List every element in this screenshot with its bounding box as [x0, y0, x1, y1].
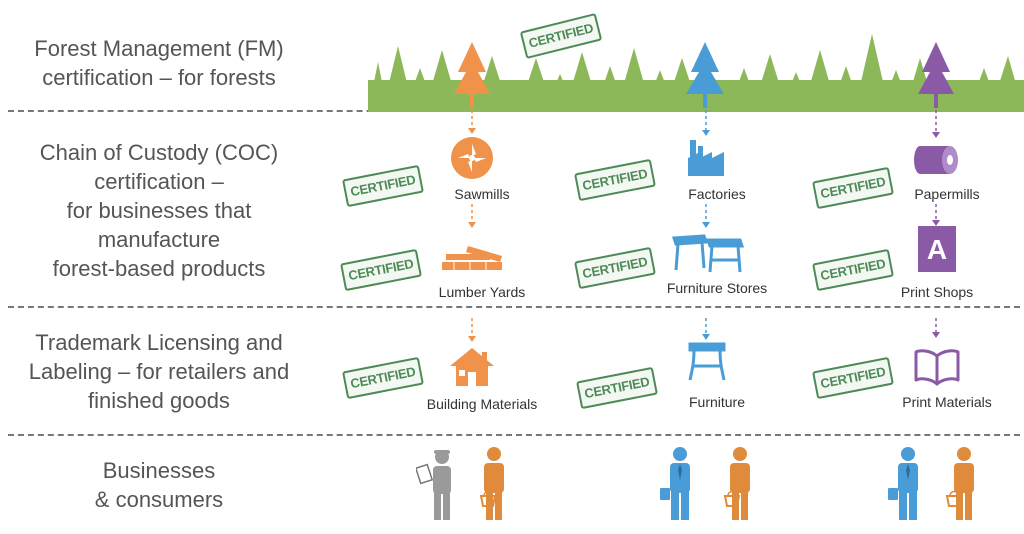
shopping-basket-icon: [723, 490, 741, 507]
person-icon: [888, 447, 918, 520]
label-lumber-yards: Lumber Yards: [438, 284, 526, 300]
saw-blade-icon: [451, 137, 493, 179]
label-building-materials: Building Materials: [426, 396, 538, 412]
person-icon: [484, 447, 504, 520]
row-label-line: Businesses: [102, 458, 216, 483]
row-label-fm: Forest Management (FM) certification – f…: [0, 34, 318, 92]
row-label-line: Labeling – for retailers and: [28, 359, 290, 384]
row-label-line: Chain of Custody (COC): [39, 140, 279, 165]
row-label-line: Forest Management (FM): [34, 36, 284, 61]
house-icon: [450, 348, 494, 386]
row-label-line: finished goods: [88, 388, 230, 413]
label-papermills: Papermills: [914, 186, 980, 202]
lumber-icon: [442, 246, 502, 270]
row-divider: [8, 306, 1020, 308]
letter-a-icon: A: [918, 226, 956, 272]
row-label-coc: Chain of Custody (COC) certification – f…: [0, 138, 318, 283]
row-label-line: Trademark Licensing and: [35, 330, 283, 355]
row-label-line: manufacture: [97, 227, 221, 252]
table-icon: [671, 234, 745, 273]
svg-text:A: A: [927, 234, 947, 265]
tree-icon: [686, 42, 724, 108]
label-print-materials: Print Materials: [902, 394, 992, 410]
label-furniture: Furniture: [688, 394, 746, 410]
paper-roll-icon: [914, 146, 958, 174]
tree-icon: [918, 42, 954, 108]
row-divider: [8, 434, 1020, 436]
row-label-line: for businesses that: [66, 198, 252, 223]
row-label-consumers: Businesses & consumers: [0, 456, 318, 514]
person-icon: [416, 450, 451, 520]
label-furniture-stores: Furniture Stores: [666, 280, 768, 296]
factory-icon: [688, 140, 724, 176]
tree-icon: [454, 42, 490, 108]
row-label-trademark: Trademark Licensing and Labeling – for r…: [0, 328, 318, 415]
label-sawmills: Sawmills: [454, 186, 510, 202]
label-print-shops: Print Shops: [900, 284, 974, 300]
person-icon: [660, 447, 690, 520]
person-icon: [954, 447, 974, 520]
row-label-line: forest-based products: [52, 256, 266, 281]
shopping-basket-icon: [945, 490, 963, 507]
shopping-basket-icon: [479, 490, 497, 507]
person-icon: [730, 447, 750, 520]
label-factories: Factories: [688, 186, 746, 202]
book-icon: [914, 349, 960, 386]
furniture-icon: [688, 342, 726, 381]
row-label-line: certification –: [94, 169, 224, 194]
row-label-line: & consumers: [94, 487, 224, 512]
row-label-line: certification – for forests: [42, 65, 276, 90]
